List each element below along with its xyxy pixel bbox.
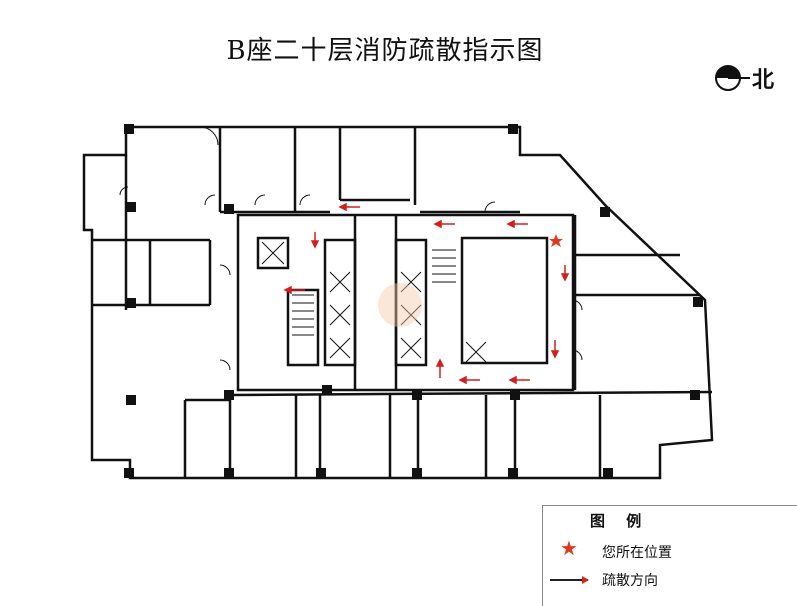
legend-label-direction: 疏散方向 [602,573,658,589]
red-star-icon: ★ [560,536,578,560]
legend-title: 图 例 [590,512,650,530]
evacuation-arrow-icon [550,576,589,584]
you-are-here-star [549,234,563,247]
north-compass-icon [715,65,750,91]
legend-label-location: 您所在位置 [602,545,672,561]
north-label: 北 [752,68,775,93]
legend-frame [542,505,797,606]
page-title: B座二十层消防疏散指示图 [226,36,544,66]
